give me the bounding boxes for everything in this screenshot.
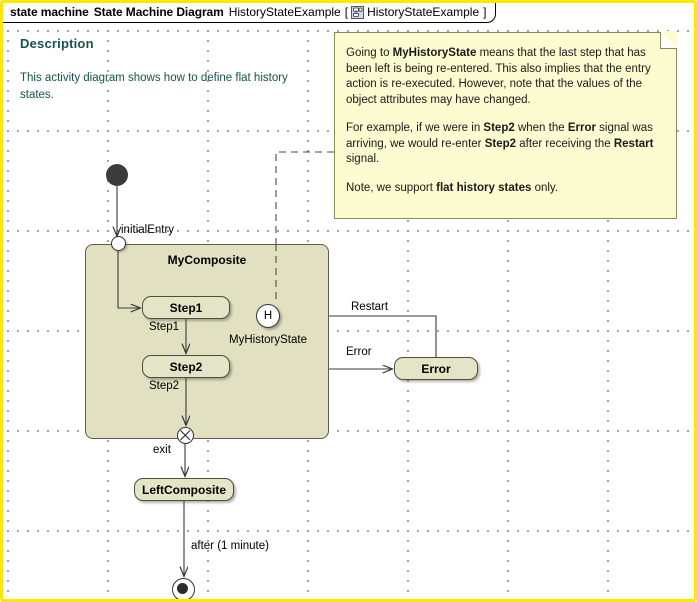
diagram-kind-label: state machine bbox=[10, 5, 89, 19]
state-step2[interactable]: Step2 bbox=[142, 355, 230, 378]
description-text: This activity diagram shows how to defin… bbox=[20, 72, 288, 101]
diagram-type-label: State Machine Diagram bbox=[93, 5, 224, 19]
note-p2-g: after receiving the bbox=[516, 137, 614, 150]
bracket-open: [ bbox=[344, 5, 349, 19]
note-p2-d: Error bbox=[567, 122, 596, 134]
note-p2-h: Restart bbox=[613, 137, 654, 150]
state-step1[interactable]: Step1 bbox=[142, 296, 230, 319]
diagram-frame-name-label: HistoryStateExample bbox=[367, 5, 480, 19]
diagram-canvas[interactable]: Description This activity diagram shows … bbox=[3, 24, 694, 599]
state-leftcomposite[interactable]: LeftComposite bbox=[134, 478, 234, 501]
edge-entry-to-step1-top bbox=[117, 251, 140, 308]
edge-label-step2: Step2 bbox=[149, 380, 180, 392]
note-p1-bold: MyHistoryState bbox=[392, 47, 477, 59]
entry-point-initialentry[interactable] bbox=[111, 236, 126, 251]
exit-point-cross-icon bbox=[180, 430, 191, 441]
note-p2-a: For example, if we were in bbox=[346, 122, 484, 134]
note-fold-corner bbox=[660, 31, 677, 49]
diagram-title-tab[interactable]: state machine State Machine Diagram Hist… bbox=[2, 2, 497, 23]
history-state-label: MyHistoryState bbox=[229, 334, 307, 346]
composite-state-label: MyComposite bbox=[167, 253, 247, 267]
edge-error-to-history-restart bbox=[282, 316, 437, 357]
note-p3-post: only. bbox=[531, 181, 559, 194]
composite-state-mycomposite[interactable]: MyComposite bbox=[85, 244, 329, 439]
edge-label-initialentry: initialEntry bbox=[121, 224, 175, 236]
note-p1-pre: Going to bbox=[346, 47, 393, 59]
note-p1-post: means that the last step that has been l… bbox=[346, 47, 651, 106]
edge-label-restart: Restart bbox=[351, 301, 389, 313]
note-p2-i: signal. bbox=[346, 153, 380, 165]
note-p2-e: signal was arriving, we would re-enter bbox=[346, 122, 653, 150]
note-p3-pre: Note, we support bbox=[346, 181, 437, 194]
bracket-close: ] bbox=[483, 5, 487, 19]
note-p2-c: when the bbox=[514, 122, 568, 134]
note-p3-bold: flat history states bbox=[436, 181, 532, 194]
history-state-myhistorystate[interactable]: H bbox=[256, 304, 280, 328]
note-box[interactable]: Going to MyHistoryState means that the l… bbox=[334, 31, 677, 219]
edge-label-after: after (1 minute) bbox=[191, 540, 269, 552]
edge-label-exit: exit bbox=[153, 444, 171, 456]
edge-label-step1: Step1 bbox=[149, 321, 180, 333]
exit-point[interactable] bbox=[177, 427, 194, 444]
note-paragraph-2: For example, if we were in Step2 when th… bbox=[346, 121, 662, 168]
initial-node[interactable] bbox=[106, 164, 128, 186]
state-machine-icon bbox=[351, 5, 365, 19]
note-p2-b: Step2 bbox=[483, 122, 515, 134]
note-paragraph-3: Note, we support flat history states onl… bbox=[346, 181, 662, 197]
diagram-name-label: HistoryStateExample bbox=[228, 5, 341, 19]
connector-layer-top bbox=[117, 244, 277, 599]
final-node[interactable] bbox=[172, 578, 195, 599]
edge-label-error: Error bbox=[346, 346, 372, 358]
note-paragraph-1: Going to MyHistoryState means that the l… bbox=[346, 46, 662, 108]
note-p2-f: Step2 bbox=[484, 137, 517, 150]
description-heading: Description bbox=[20, 36, 94, 51]
state-error[interactable]: Error bbox=[394, 357, 478, 380]
